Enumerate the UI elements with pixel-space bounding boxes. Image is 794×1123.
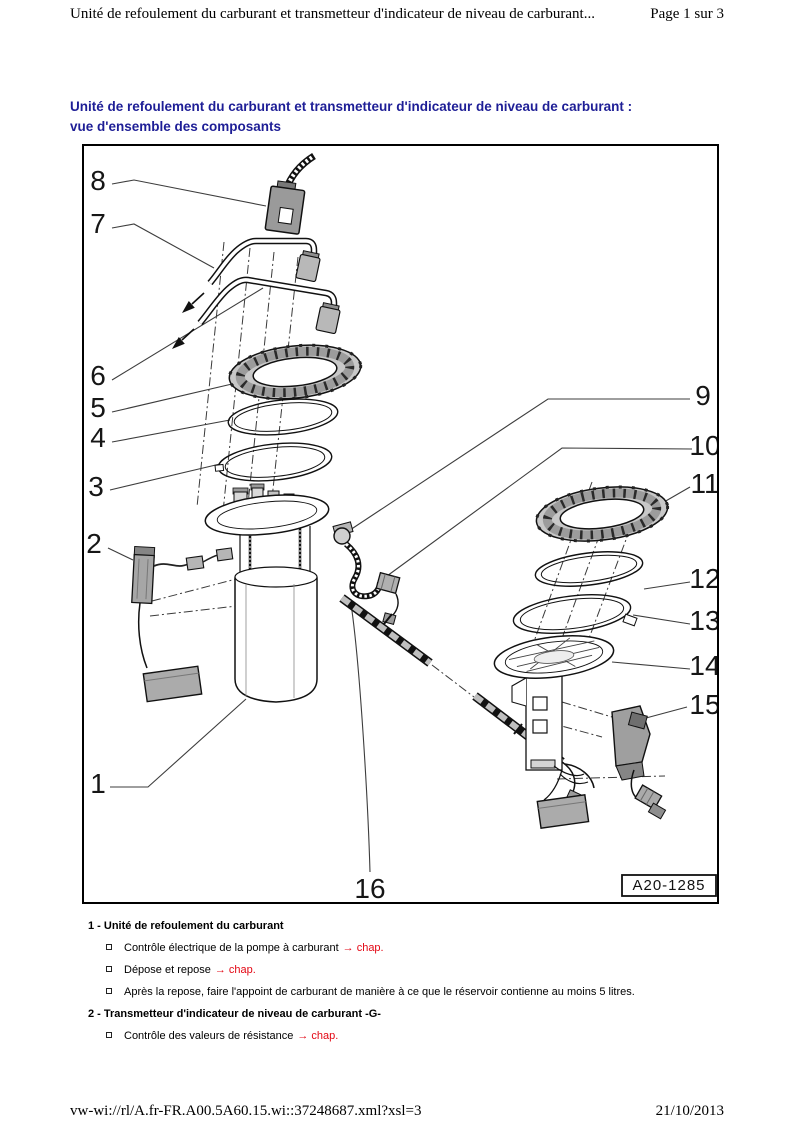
fuel-delivery-unit-illustration: 1 2 3 4 5 6 7 8 9 10 11 12 13 14 15 16 A… — [86, 153, 717, 902]
square-bullet-icon — [106, 966, 112, 972]
leader-lines — [107, 179, 693, 873]
part-seal-ring-12 — [534, 551, 644, 587]
figure-label-box: A20-1285 — [621, 874, 717, 897]
direction-arrows — [172, 292, 205, 349]
legend-bullet: Dépose et repose→ chap. — [88, 963, 742, 977]
component-legend: 1 - Unité de refoulement du carburant Co… — [88, 919, 742, 1051]
legend-bullet-text: Dépose et repose — [124, 964, 211, 976]
callout-label-16: 16 — [354, 873, 385, 902]
callout-label-10: 10 — [689, 430, 717, 461]
callout-label-14: 14 — [689, 650, 717, 681]
callout-label-8: 8 — [90, 165, 106, 196]
callout-label-13: 13 — [689, 605, 717, 636]
part-fuel-delivery-unit — [204, 483, 330, 703]
callout-label-1: 1 — [90, 768, 106, 799]
part-locking-ring-right — [534, 485, 670, 543]
header-title: Unité de refoulement du carburant et tra… — [70, 6, 595, 22]
footer-source-path: vw-wi://rl/A.fr-FR.A00.5A60.15.wi::37248… — [70, 1103, 422, 1119]
legend-bullet: Contrôle électrique de la pompe à carbur… — [88, 941, 742, 955]
part-electrical-connector — [264, 153, 316, 235]
square-bullet-icon — [106, 1032, 112, 1038]
page-title: Unité de refoulement du carburant et tra… — [70, 97, 730, 137]
page-header: Unité de refoulement du carburant et tra… — [70, 6, 724, 23]
page-footer: vw-wi://rl/A.fr-FR.A00.5A60.15.wi::37248… — [70, 1103, 724, 1120]
callout-label-2: 2 — [86, 528, 102, 559]
legend-term-2: 2 - Transmetteur d'indicateur de niveau … — [88, 1008, 381, 1020]
page-title-line2: vue d'ensemble des composants — [70, 119, 282, 134]
legend-bullet-text: Contrôle des valeurs de résistance — [124, 1030, 294, 1042]
part-level-sender-right — [536, 705, 667, 830]
callout-label-5: 5 — [90, 392, 106, 423]
legend-bullet: Contrôle des valeurs de résistance→ chap… — [88, 1029, 742, 1043]
legend-term-1: 1 - Unité de refoulement du carburant — [88, 920, 284, 932]
part-seal-ring-13 — [512, 594, 638, 634]
callout-labels: 1 2 3 4 5 6 7 8 9 10 11 12 13 14 15 16 — [86, 165, 717, 902]
square-bullet-icon — [106, 988, 112, 994]
callout-label-12: 12 — [689, 563, 717, 594]
callout-label-3: 3 — [88, 471, 104, 502]
part-sender-flange — [493, 635, 615, 771]
part-level-sender-left — [131, 545, 234, 703]
chapter-link[interactable]: → chap. — [297, 1030, 339, 1042]
square-bullet-icon — [106, 944, 112, 950]
callout-label-11: 11 — [690, 468, 717, 499]
callout-label-9: 9 — [695, 380, 711, 411]
legend-bullet-text: Après la repose, faire l'appoint de carb… — [124, 986, 635, 998]
legend-bullet-text: Contrôle électrique de la pompe à carbur… — [124, 942, 339, 954]
exploded-view-diagram: 1 2 3 4 5 6 7 8 9 10 11 12 13 14 15 16 A… — [82, 144, 719, 904]
chapter-link[interactable]: → chap. — [342, 942, 384, 954]
legend-bullet: Après la repose, faire l'appoint de carb… — [88, 985, 742, 999]
part-seal-ring-3 — [214, 442, 333, 482]
part-fuel-return-line — [197, 276, 341, 335]
page-title-line1: Unité de refoulement du carburant et tra… — [70, 99, 633, 114]
callout-label-4: 4 — [90, 422, 106, 453]
part-locking-ring-left — [227, 343, 363, 401]
header-page-indicator: Page 1 sur 3 — [650, 6, 724, 22]
figure-label: A20-1285 — [632, 877, 705, 894]
footer-date: 21/10/2013 — [655, 1103, 724, 1119]
callout-label-7: 7 — [90, 208, 106, 239]
callout-label-15: 15 — [689, 689, 717, 720]
chapter-link[interactable]: → chap. — [214, 964, 256, 976]
part-fuel-supply-line — [207, 237, 321, 286]
callout-label-6: 6 — [90, 360, 106, 391]
part-seal-ring-4 — [227, 398, 339, 436]
